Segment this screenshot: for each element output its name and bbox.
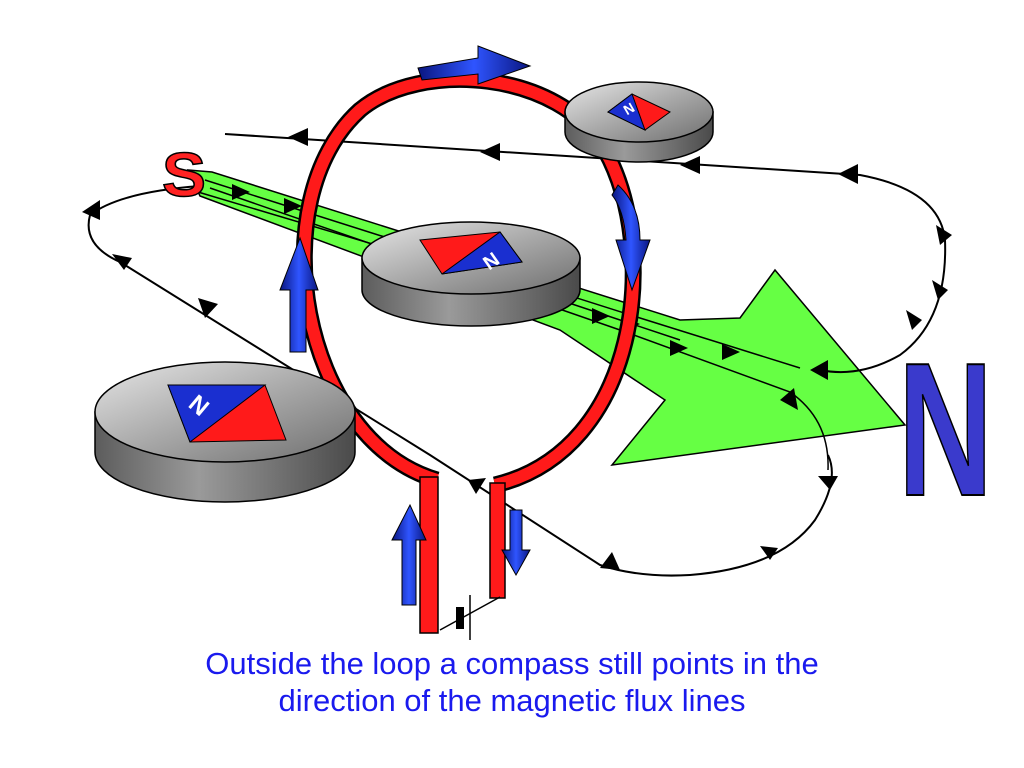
loop-lead-right — [489, 482, 506, 599]
current-arrow-lead-up — [391, 503, 427, 606]
compass-top-right: N — [564, 81, 714, 163]
outer-flux-arrowheads — [82, 128, 952, 570]
current-arrow-left — [279, 236, 319, 353]
battery-icon — [456, 607, 464, 629]
compass-center: N — [361, 221, 581, 327]
loop-lead-left — [419, 476, 439, 634]
caption-line-2: direction of the magnetic flux lines — [278, 683, 746, 718]
current-arrow-top — [417, 45, 532, 85]
south-pole-label: S — [162, 141, 206, 210]
current-arrow-lead-down — [501, 509, 531, 577]
current-arrow-right — [611, 184, 651, 292]
current-arrows — [279, 45, 651, 606]
magnetic-loop-diagram: N N N S N — [82, 45, 994, 640]
north-pole-label: N — [898, 324, 993, 536]
current-loop — [295, 70, 642, 640]
compass-left: N — [94, 361, 356, 503]
caption-line-1: Outside the loop a compass still points … — [205, 646, 819, 681]
caption: Outside the loop a compass still points … — [0, 645, 1024, 719]
